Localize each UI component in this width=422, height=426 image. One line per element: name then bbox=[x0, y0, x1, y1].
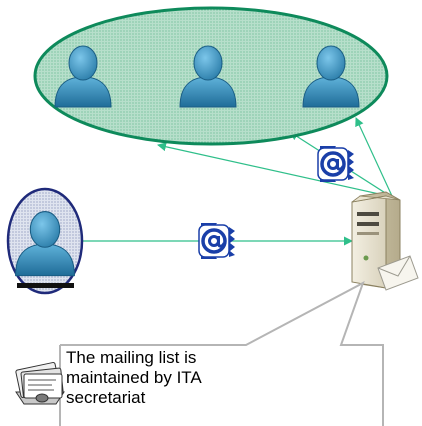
server-to-group-arrow-3 bbox=[355, 117, 393, 197]
server-icon bbox=[351, 191, 419, 291]
callout-text: The mailing list is maintained by ITA se… bbox=[66, 348, 366, 408]
callout-line-2: maintained by ITA bbox=[66, 368, 202, 387]
at-sign-email-icon bbox=[197, 221, 237, 261]
at-sign-email-icon bbox=[316, 144, 356, 184]
recipient-group bbox=[33, 6, 389, 146]
server-to-group-arrow-1 bbox=[157, 142, 389, 197]
sender-base-bar bbox=[17, 283, 74, 288]
sender bbox=[6, 187, 84, 295]
rolodex-icon bbox=[15, 362, 65, 405]
callout-line-1: The mailing list is bbox=[66, 348, 197, 367]
callout-line-3: secretariat bbox=[66, 388, 146, 407]
